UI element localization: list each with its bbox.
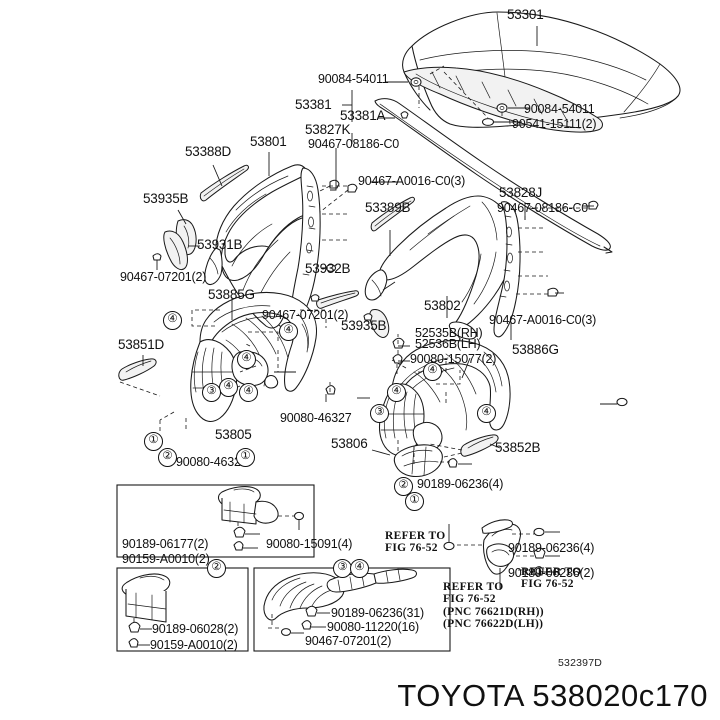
label-clip-90189-06236-4a: 90189-06236(4) xyxy=(417,477,504,491)
label-pad-53935B-left: 53935B xyxy=(143,191,189,206)
label-liner-53886G: 53886G xyxy=(512,342,559,357)
refer-note-1-line1: REFER TO xyxy=(385,530,446,542)
label-mudguard-53851D: 53851D xyxy=(118,337,165,352)
label-clip-90080-46327-left: 90080-46327 xyxy=(176,455,248,469)
label-inset2-clip-1: 90189-06028(2) xyxy=(152,622,239,636)
hood-seal-illustration xyxy=(374,98,613,254)
label-liner-53885G: 53885G xyxy=(208,287,255,302)
callout-4-f: ④ xyxy=(423,362,442,381)
label-bolt-90080-15077: 90080-15077(2) xyxy=(410,352,497,366)
callout-4-d: ④ xyxy=(219,378,238,397)
callout-2-a: ② xyxy=(158,448,177,467)
assembly-dashed-lines xyxy=(159,185,590,466)
inset-box-3 xyxy=(253,567,451,652)
callout-1-b: ① xyxy=(236,448,255,467)
refer-note-3-line3: (PNC 76621D(RH)) xyxy=(443,606,544,618)
label-clip-90467-08186-left: 90467-08186-C0 xyxy=(308,137,400,151)
retainer-53932B xyxy=(310,290,359,309)
callout-inset1-4: ④ xyxy=(350,559,369,578)
callout-1-a: ① xyxy=(144,432,163,451)
leader-lines xyxy=(142,26,617,465)
label-liner-53806: 53806 xyxy=(331,436,368,451)
refer-note-2-line2: FIG 76-52 xyxy=(521,578,574,590)
refer-note-3-line4: (PNC 76622D(LH)) xyxy=(443,618,544,630)
callout-3-b: ③ xyxy=(370,404,389,423)
label-liner-53805: 53805 xyxy=(215,427,252,442)
rear-bracket-illustration xyxy=(443,519,560,590)
left-fender-moulding xyxy=(199,164,249,202)
label-clip-90467-08186-right: 90467-08186-C0 xyxy=(497,201,589,215)
callout-4-e: ④ xyxy=(239,383,258,402)
front-liner-53806 xyxy=(393,444,463,477)
callout-1-c: ① xyxy=(405,492,424,511)
diagram-code: 532397D xyxy=(558,657,603,669)
right-fender-pad xyxy=(363,309,390,338)
label-hood-seal-sub: 53381A xyxy=(340,108,386,123)
right-fender-moulding xyxy=(370,196,415,232)
left-fender-liner xyxy=(190,291,317,423)
callout-2-b: ② xyxy=(394,477,413,496)
inset-box-2 xyxy=(116,567,249,652)
label-clip-90467-07201-left: 90467-07201(2) xyxy=(120,270,207,284)
label-fender-lh: 53801 xyxy=(250,134,287,149)
callout-4-c: ④ xyxy=(237,350,256,369)
callout-inset1-left: ② xyxy=(207,559,226,578)
label-pad-53931B: 53931B xyxy=(197,237,243,252)
callout-4-h: ④ xyxy=(477,404,496,423)
label-pad-53935B-right: 53935B xyxy=(341,318,387,333)
footer-part-number: TOYOTA 538020c170 xyxy=(397,678,708,714)
label-clip-90467-A0016-right: 90467-A0016-C0(3) xyxy=(489,313,597,327)
toyota-logo xyxy=(6,668,134,720)
label-seal-53828J: 53828J xyxy=(499,185,543,200)
label-inset1-clip-3: 90080-15091(4) xyxy=(266,537,353,551)
callout-4-a: ④ xyxy=(163,311,182,330)
label-clip-90084-b: 90084-54011 xyxy=(524,102,595,116)
label-inset1-clip-1: 90189-06177(2) xyxy=(122,537,209,551)
callout-4-g: ④ xyxy=(387,383,406,402)
label-hood-seal: 53381 xyxy=(295,97,332,112)
label-clip-90541: 90541-15111(2) xyxy=(512,117,597,131)
callout-3-a: ③ xyxy=(202,383,221,402)
label-inset2-clip-2: 90159-A0010(2) xyxy=(150,638,238,652)
label-inset3-clip-2: 90080-11220(16) xyxy=(327,620,419,634)
label-retainer-53932B: 53932B xyxy=(305,261,351,276)
refer-note-3-line1: REFER TO xyxy=(443,581,504,593)
refer-note-1-line2: FIG 76-52 xyxy=(385,542,438,554)
label-inset3-clip-1: 90189-06236(31) xyxy=(331,606,424,620)
label-bracket-52535B: 52535B(RH) xyxy=(415,326,483,340)
inset-box-1 xyxy=(116,484,315,558)
hood-illustration xyxy=(402,11,681,133)
label-inset3-clip-3: 90467-07201(2) xyxy=(305,634,392,648)
label-fender-rh: 53802 xyxy=(424,298,461,313)
label-clip-90080-46327-right: 90080-46327 xyxy=(280,411,352,425)
brand-text: TOYOTA xyxy=(397,678,524,713)
refer-note-2-line1: REFER TO xyxy=(521,566,582,578)
label-moulding-53389B: 53389B xyxy=(365,200,411,215)
mudguard-53852B xyxy=(429,434,499,457)
left-fender-pads xyxy=(152,219,197,271)
label-clip-90189-06236-4b: 90189-06236(4) xyxy=(508,541,595,555)
label-moulding-53388D: 53388D xyxy=(185,144,232,159)
label-clip-90189-06236-2: 90189-06236(2) xyxy=(508,566,595,580)
refer-note-3-line2: FIG 76-52 xyxy=(443,593,496,605)
label-mudguard-53852B: 53852B xyxy=(495,440,541,455)
mudguard-53851D xyxy=(118,358,161,397)
hood-clip-symbols xyxy=(400,65,508,126)
callout-4-b: ④ xyxy=(279,322,298,341)
label-bracket-52536B: 52536B(LH) xyxy=(415,337,481,351)
label-clip-90467-07201-mid: 90467-07201(2) xyxy=(262,308,349,322)
label-hood: 53301 xyxy=(507,7,544,22)
label-clip-90084-a: 90084-54011 xyxy=(318,72,389,86)
footer-bar xyxy=(0,676,720,720)
label-seal-53827K: 53827K xyxy=(305,122,351,137)
label-inset1-clip-2: 90159-A0010(2) xyxy=(122,552,210,566)
part-number-text: 538020c170 xyxy=(532,678,708,713)
right-fender-illustration xyxy=(364,195,521,340)
label-clip-90467-A0016-left: 90467-A0016-C0(3) xyxy=(358,174,466,188)
